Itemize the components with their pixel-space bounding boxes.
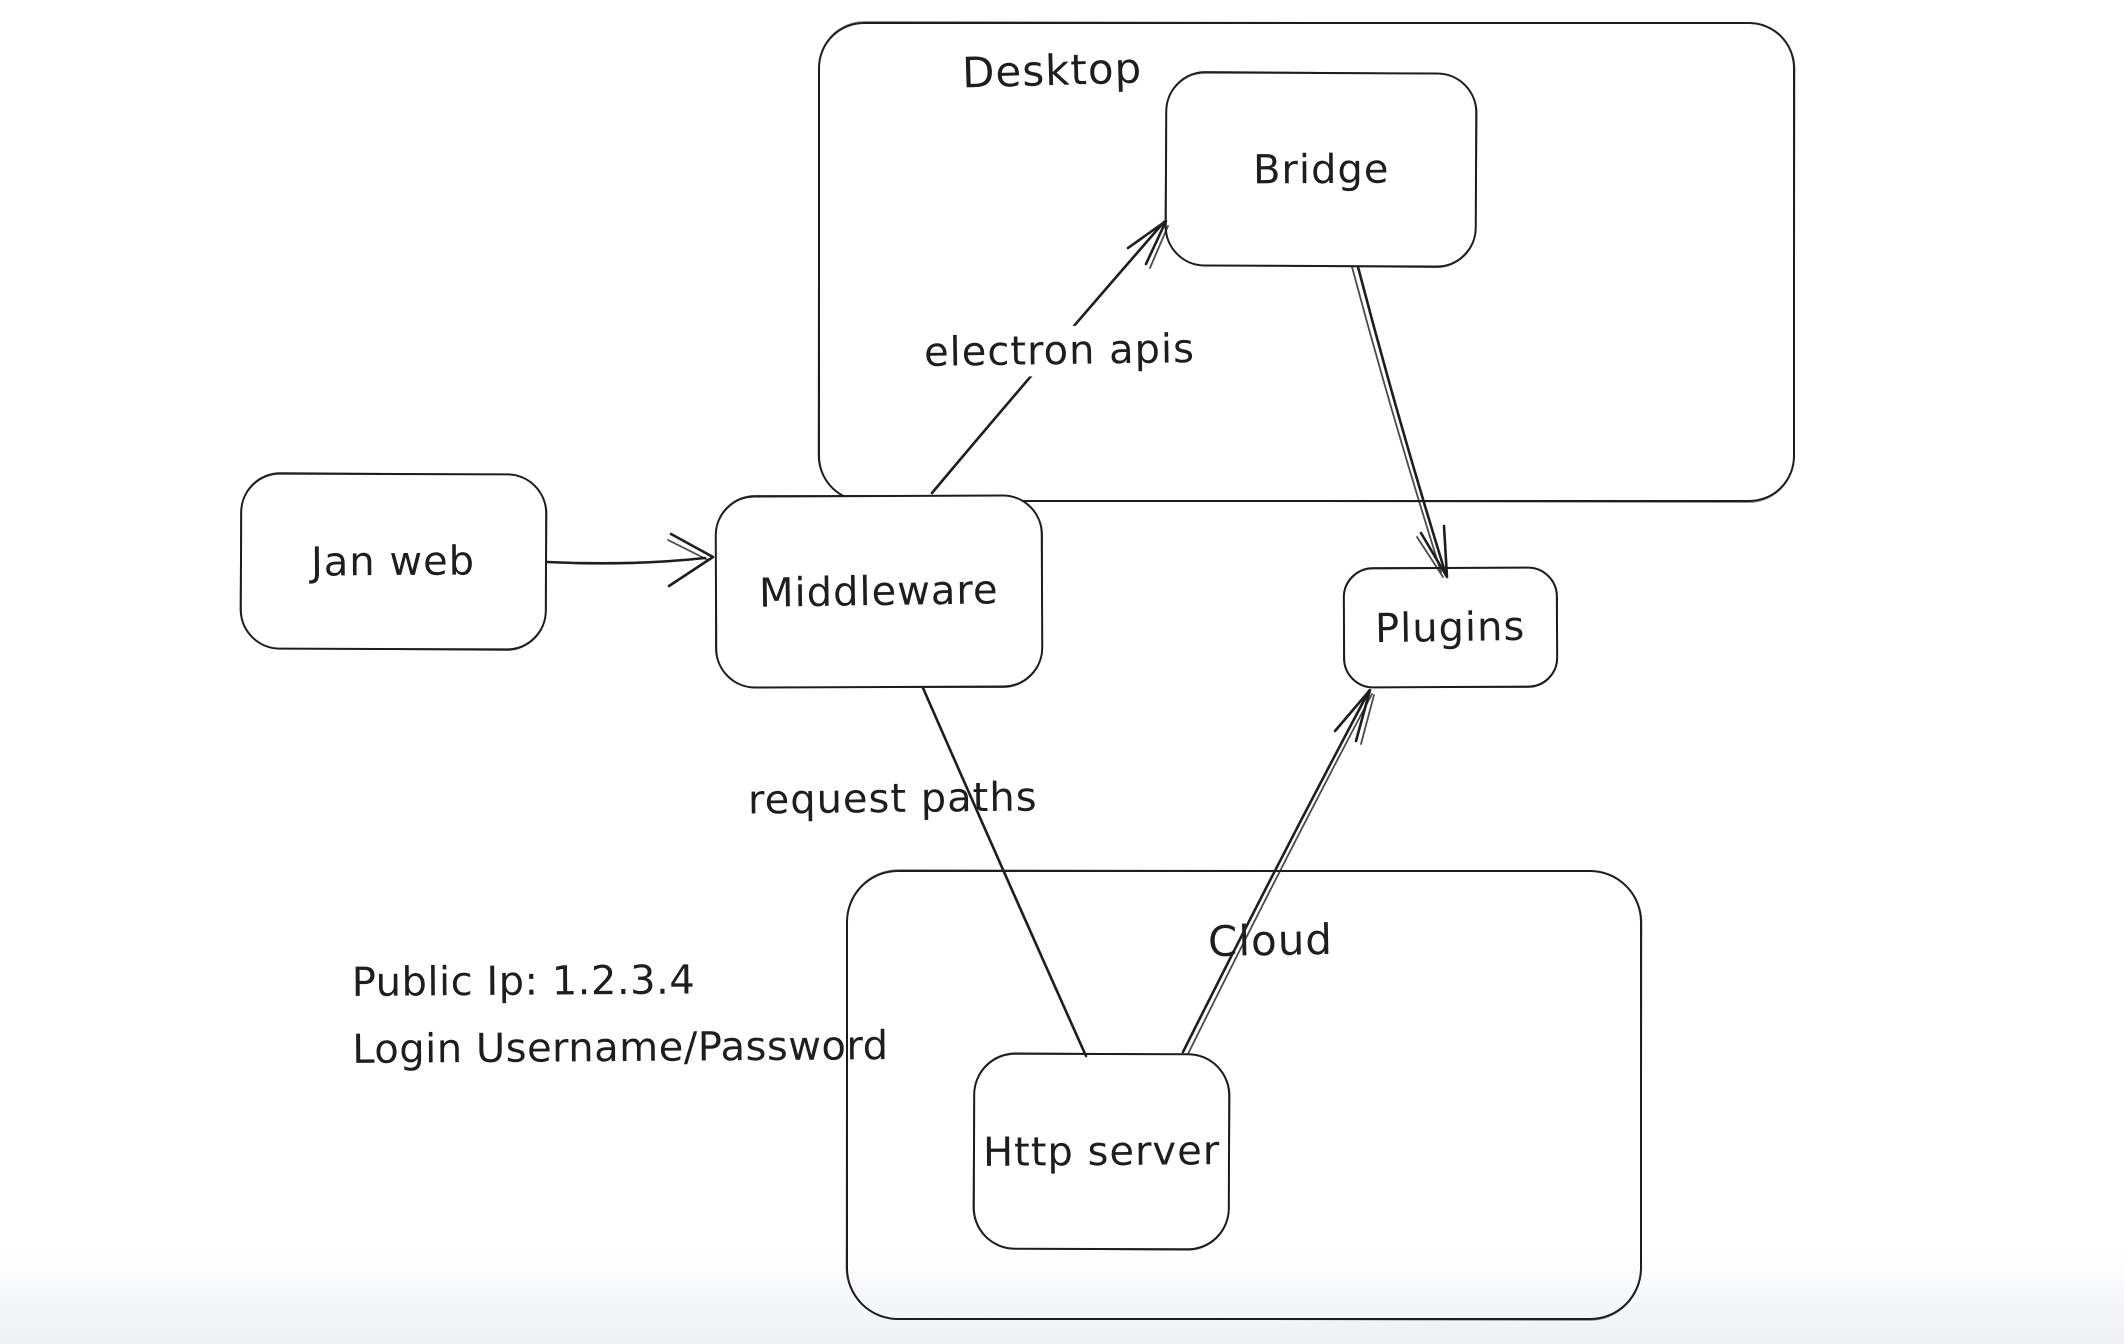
node-bridge[interactable]: Bridge — [1164, 71, 1478, 268]
bridge-label: Bridge — [1252, 146, 1390, 193]
node-middleware[interactable]: Middleware — [714, 494, 1044, 689]
cloud-container-label: Cloud — [1207, 914, 1334, 967]
http-server-label: Http server — [982, 1127, 1221, 1176]
plugins-label: Plugins — [1375, 603, 1526, 652]
annotation-text[interactable]: Public Ip: 1.2.3.4 Login Username/Passwo… — [352, 946, 889, 1084]
edge-label-request-paths[interactable]: request paths — [747, 774, 1038, 824]
annotation-login: Login Username/Password — [352, 1023, 889, 1073]
desktop-container[interactable] — [818, 22, 1795, 502]
edge-janweb-to-middleware[interactable] — [545, 532, 715, 588]
node-plugins[interactable]: Plugins — [1342, 566, 1559, 689]
jan-web-label: Jan web — [311, 537, 476, 586]
annotation-public-ip: Public Ip: 1.2.3.4 — [351, 957, 696, 1006]
node-http-server[interactable]: Http server — [972, 1052, 1231, 1251]
node-jan-web[interactable]: Jan web — [239, 472, 548, 651]
edge-label-electron-apis[interactable]: electron apis — [913, 323, 1206, 379]
middleware-label: Middleware — [758, 566, 1000, 617]
desktop-container-label: Desktop — [961, 43, 1143, 98]
